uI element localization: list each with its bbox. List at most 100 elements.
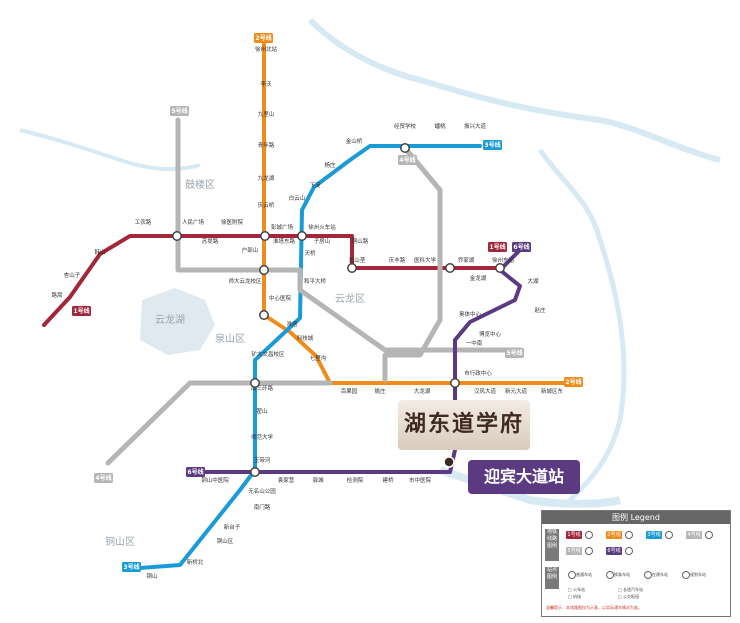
station-label: 九龙湖 (258, 174, 275, 182)
station-label: 黄山垄 (349, 256, 366, 264)
district-label-3: 泉山区 (215, 332, 245, 345)
station-label: 杏山子 (64, 271, 81, 279)
station-0: 路窝 (51, 291, 63, 299)
line-badge-text: 1号线 (489, 243, 505, 251)
legend-station-label: 普通车站 (576, 572, 592, 577)
station-15: 淮塔东路 (273, 237, 296, 245)
station-label: 翟山 (256, 407, 267, 415)
station-63: 一中南 (466, 339, 483, 347)
station-12: 徐州东站 (492, 256, 515, 264)
station-callout: 迎宾大道站 (468, 460, 580, 494)
station-label: 淮塔 (286, 320, 298, 328)
station-26: 七里沟 (310, 354, 327, 362)
station-label: 市中医院 (409, 476, 432, 484)
station-17: 苏堤路 (202, 237, 219, 245)
station-label: 韩山 (94, 248, 105, 256)
legend-station-dot (682, 571, 690, 579)
station-label: 李沃 (260, 80, 272, 88)
station-label: 青年路 (258, 141, 275, 149)
legend-station-label: 换乘车站 (614, 572, 630, 577)
interchange-node-2 (297, 231, 307, 241)
metro-line-3 (138, 144, 482, 570)
station-label: 金山桥 (346, 137, 363, 145)
station-label: 南门路 (254, 503, 271, 511)
station-57: 检测院 (347, 476, 364, 484)
station-label: 和平大桥 (304, 277, 327, 285)
line-badge-box (170, 106, 189, 116)
legend-chip-5: 6号线 (606, 547, 622, 555)
station-label: 袁家营 (278, 476, 295, 484)
station-label: 矿大文昌校区 (251, 350, 285, 358)
station-label: 铜山中医院 (201, 476, 229, 484)
station-20: 九里山 (258, 110, 275, 118)
station-11: 乔家湖 (458, 256, 475, 264)
legend-facility-label: □ 机场 (568, 594, 582, 599)
line-badge-box (398, 155, 417, 165)
line-badge-text: 2号线 (255, 34, 271, 42)
station-6: 彭城广场 (271, 223, 294, 231)
station-label: 检测院 (347, 476, 364, 484)
interchange-node-9 (250, 467, 260, 477)
interchange-node-8 (250, 378, 260, 388)
station-label: 路窝 (51, 291, 63, 299)
line-badge-text: 6号线 (187, 468, 203, 476)
station-9: 庆丰路 (389, 256, 406, 264)
district-label-1: 云龙区 (335, 292, 365, 305)
station-24: 中心医院 (269, 294, 292, 302)
line-badge-text: 5号线 (506, 349, 522, 357)
line-badge-text: 3号线 (123, 563, 139, 571)
district-label-4: 铜山区 (105, 536, 135, 548)
station-5: 徐医附院 (221, 218, 244, 226)
station-label: 徐州火车站 (308, 223, 336, 231)
line-badge-box (512, 242, 531, 252)
legend-chip-4: 5号线 (566, 547, 582, 555)
target-station-marker (443, 456, 455, 468)
station-44: 南三环路 (251, 384, 274, 392)
river-east (537, 148, 627, 502)
station-label: 彭城广场 (271, 223, 294, 231)
station-label: 下淀 (309, 181, 321, 189)
line-badge-text: 1号线 (73, 307, 89, 315)
legend-chip-dot (625, 531, 633, 539)
station-46: 师范大学 (251, 433, 274, 441)
station-label: 姚庄 (374, 387, 386, 395)
station-label: 天桥 (304, 249, 316, 257)
station-7: 徐州火车站 (308, 223, 336, 231)
station-21: 青年路 (258, 141, 275, 149)
line-badge-box (254, 33, 273, 43)
line-badge-5: 6号线 (512, 242, 531, 252)
river-west (19, 128, 201, 172)
river-south (438, 466, 621, 508)
station-53: 铜山 (146, 572, 157, 580)
interchange-node-0 (172, 231, 182, 241)
station-label: 一中南 (466, 339, 483, 347)
line-badge-box (564, 377, 583, 387)
station-61: 博览中心 (479, 330, 502, 338)
project-callout: 湖东道学府 (398, 400, 530, 450)
line-badge-box (94, 473, 113, 483)
station-51: 铜山区 (217, 537, 234, 545)
station-label: 徐医附院 (221, 218, 244, 226)
station-label: 百果园 (341, 388, 358, 395)
station-label: 科技城 (297, 334, 314, 342)
station-label: 奥体中心 (459, 310, 482, 318)
station-52: 新桥北 (187, 558, 204, 566)
station-label: 九里山 (258, 110, 275, 118)
lake-yunlong (140, 288, 215, 355)
station-67: 师大云龙校区 (228, 277, 262, 285)
metro-line-1 (42, 234, 502, 327)
station-62: 奥体中心 (459, 310, 482, 318)
metro-lines (42, 40, 572, 570)
station-59: 市中医院 (409, 476, 432, 484)
station-label: 驿城 (312, 476, 324, 484)
station-30: 汉风大道 (474, 387, 497, 395)
metro-line-5 (175, 117, 523, 353)
station-label: 徐州东站 (492, 256, 515, 264)
metro-stations: 路窝杏山子韩山工农路人民广场徐医附院彭城广场徐州火车站黄山垄庆丰路医科大学乔家湖… (51, 45, 563, 580)
line-badge-text: 5号线 (171, 107, 187, 115)
legend-station-dot (568, 571, 576, 579)
line-badge-6: 1号线 (72, 306, 91, 316)
station-29: 大龙湖 (414, 387, 431, 395)
